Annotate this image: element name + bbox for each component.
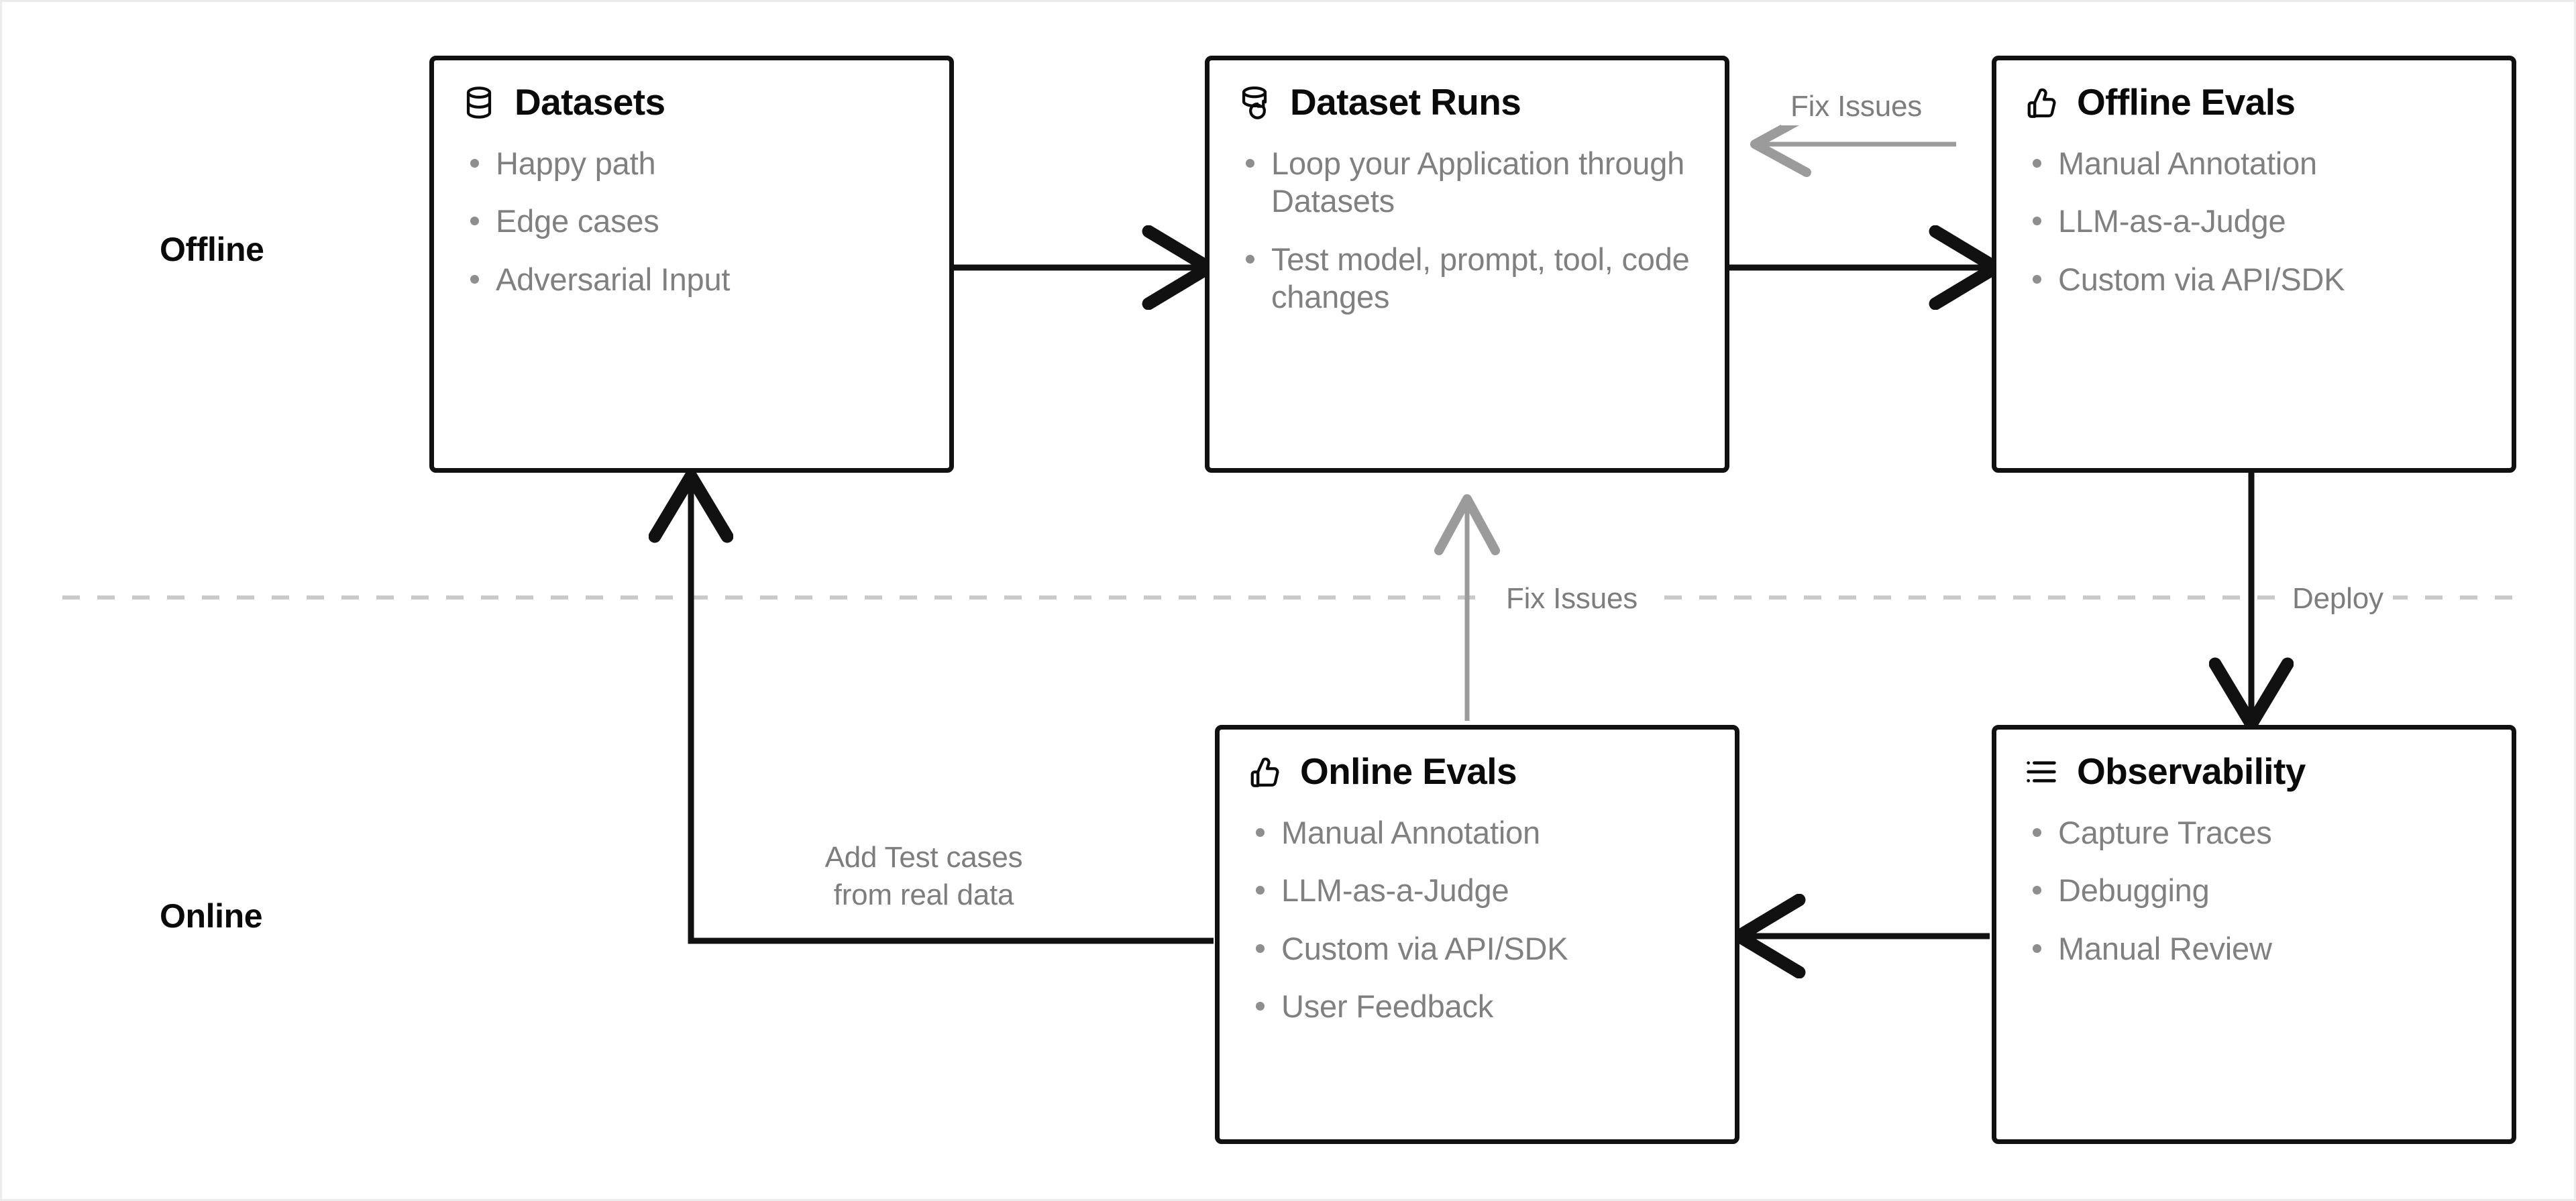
node-dataset-runs[interactable]: Dataset Runs Loop your Application throu… [1205,56,1729,473]
edge-label-deploy: Deploy [2283,580,2393,618]
node-title: Datasets [515,81,665,123]
list-item: LLM-as-a-Judge [2023,203,2485,240]
thumbs-up-icon [1250,757,1279,787]
database-icon [466,87,492,119]
node-header: Observability [2023,752,2485,791]
node-bullet-list: Happy path Edge cases Adversarial Input [461,145,922,298]
node-bullet-list: Manual Annotation LLM-as-a-Judge Custom … [1246,814,1708,1026]
list-item: Custom via API/SDK [2023,261,2485,298]
edge-label-add-test-cases: Add Test cases from real data [797,839,1051,915]
node-bullet-list: Capture Traces Debugging Manual Review [2023,814,2485,968]
node-title: Observability [2077,750,2306,792]
list-item: Custom via API/SDK [1246,930,1708,968]
node-offline-evals[interactable]: Offline Evals Manual Annotation LLM-as-a… [1992,56,2516,473]
node-online-evals[interactable]: Online Evals Manual Annotation LLM-as-a-… [1215,725,1739,1144]
node-title: Online Evals [1300,750,1517,792]
lane-label-offline: Offline [160,231,264,268]
node-bullet-list: Loop your Application through Datasets T… [1236,145,1698,317]
list-item: Test model, prompt, tool, code changes [1236,241,1698,317]
list-item: User Feedback [1246,988,1708,1025]
node-datasets[interactable]: Datasets Happy path Edge cases Adversari… [429,56,954,473]
list-item: Adversarial Input [461,261,922,298]
list-item: Manual Annotation [2023,145,2485,182]
list-lines-icon [2027,761,2056,783]
edge-label-fix-issues-middle: Fix Issues [1497,580,1648,618]
list-item: Capture Traces [2023,814,2485,852]
list-item: Edge cases [461,203,922,240]
thumbs-up-icon [2027,88,2056,118]
list-item: Happy path [461,145,922,182]
lane-label-online: Online [160,897,263,935]
list-item: Debugging [2023,872,2485,909]
edge-label-fix-issues-top: Fix Issues [1781,88,1932,126]
node-title: Offline Evals [2077,81,2296,123]
node-header: Datasets [461,81,922,123]
list-item: Loop your Application through Datasets [1236,145,1698,221]
node-title: Dataset Runs [1290,81,1521,123]
database-refresh-icon [1242,86,1267,119]
list-item: Manual Review [2023,930,2485,968]
list-item: LLM-as-a-Judge [1246,872,1708,909]
node-bullet-list: Manual Annotation LLM-as-a-Judge Custom … [2023,145,2485,298]
node-observability[interactable]: Observability Capture Traces Debugging M… [1992,725,2516,1144]
node-header: Dataset Runs [1236,81,1698,123]
node-header: Online Evals [1246,752,1708,791]
list-item: Manual Annotation [1246,814,1708,852]
node-header: Offline Evals [2023,81,2485,123]
